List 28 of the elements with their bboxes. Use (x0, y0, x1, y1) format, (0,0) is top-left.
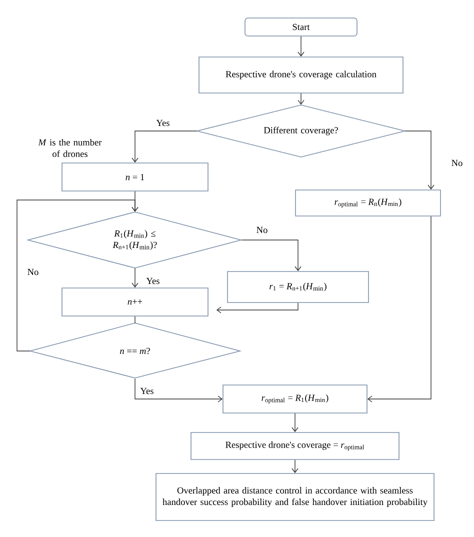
process-box: Respective drone's coverage = r$_{optimal}$ (190, 432, 400, 460)
process-box: r$_{optimal}$ = R$_{n}$(H$_{min}$) (295, 190, 441, 216)
note: M is the number of drones (38, 138, 102, 158)
arrow (298, 93, 304, 105)
edge-label: Yes (145, 276, 161, 286)
arrow (16, 200, 138, 352)
process-box: r$_{optimal}$ = R$_{1}$(H$_{min}$) (222, 384, 368, 414)
arrow (216, 302, 298, 314)
process-box: Respective drone's coverage calculation (198, 56, 404, 94)
arrow (132, 268, 138, 288)
arrow (298, 36, 304, 57)
edge-label: Yes (139, 386, 155, 396)
arrow (367, 216, 432, 402)
arrow (404, 130, 434, 190)
process-box: n = 1 (62, 162, 208, 192)
process-box: n++ (62, 288, 208, 316)
arrow (292, 413, 298, 432)
edge-label: No (450, 158, 464, 168)
process-box: Overlapped area distance control in accordance with seamless handover success probability and false handover initiation probability (156, 473, 434, 521)
edge-label: No (255, 226, 269, 234)
arrow (134, 378, 223, 402)
arrow (292, 460, 298, 474)
edge-label: No (26, 268, 40, 276)
process-box: r$_{1}$ = R$_{n+1}$(H$_{min}$) (227, 271, 369, 303)
start-terminal: Start (244, 18, 358, 36)
arrow (241, 240, 302, 272)
arrow (132, 130, 198, 163)
edge-label: Yes (155, 118, 171, 128)
